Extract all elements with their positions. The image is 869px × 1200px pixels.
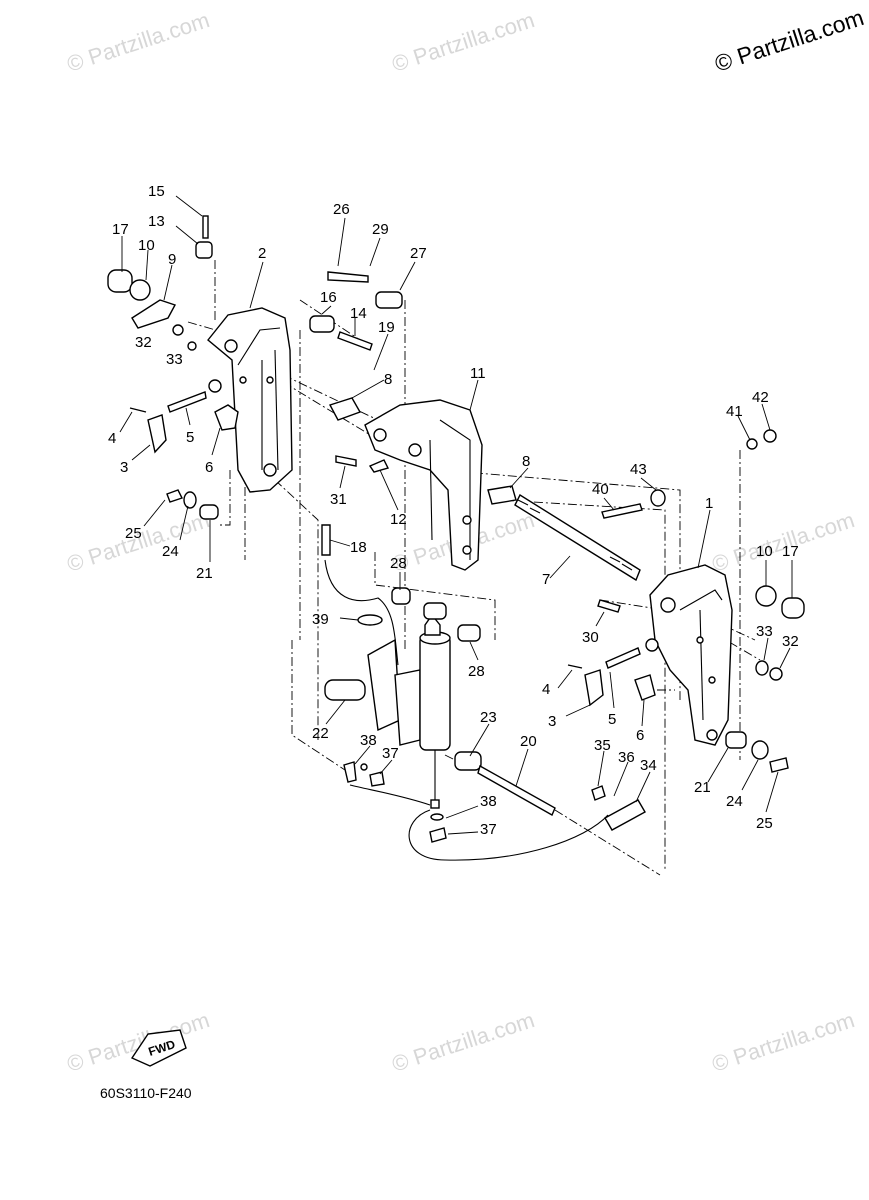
swivel-bracket xyxy=(364,399,483,571)
callout-24: 24 xyxy=(162,543,179,560)
callout-labels: 15 13 17 10 9 2 26 29 27 16 14 19 32 33 … xyxy=(108,183,799,838)
faint-watermark: © Partzilla.com xyxy=(389,7,538,77)
leader-lines xyxy=(119,195,793,835)
callout-33: 33 xyxy=(756,623,773,640)
callout-8: 8 xyxy=(384,371,392,388)
callout-10: 10 xyxy=(138,237,155,254)
callout-4: 4 xyxy=(542,681,550,698)
callout-23: 23 xyxy=(480,709,497,726)
callout-43: 43 xyxy=(630,461,647,478)
callout-3: 3 xyxy=(120,459,128,476)
small-parts xyxy=(107,215,805,861)
callout-7: 7 xyxy=(542,571,550,588)
faint-watermark: © Partzilla.com xyxy=(64,7,213,77)
callout-41: 41 xyxy=(726,403,743,420)
trim-tilt-unit xyxy=(367,613,451,809)
callout-21: 21 xyxy=(196,565,213,582)
callout-26: 26 xyxy=(333,201,350,218)
callout-13: 13 xyxy=(148,213,165,230)
callout-37: 37 xyxy=(480,821,497,838)
callout-35: 35 xyxy=(594,737,611,754)
callout-25: 25 xyxy=(125,525,142,542)
callout-36: 36 xyxy=(618,749,635,766)
callout-10: 10 xyxy=(756,543,773,560)
callout-1: 1 xyxy=(705,495,713,512)
callout-19: 19 xyxy=(378,319,395,336)
callout-28: 28 xyxy=(390,555,407,572)
corner-watermark: © Partzilla.com xyxy=(712,4,867,77)
callout-8: 8 xyxy=(522,453,530,470)
callout-15: 15 xyxy=(148,183,165,200)
callout-38: 38 xyxy=(480,793,497,810)
fwd-arrow: FWD xyxy=(130,1029,187,1067)
callout-18: 18 xyxy=(350,539,367,556)
callout-30: 30 xyxy=(582,629,599,646)
callout-6: 6 xyxy=(205,459,213,476)
callout-5: 5 xyxy=(186,429,194,446)
callout-11: 11 xyxy=(470,365,486,382)
callout-3: 3 xyxy=(548,713,556,730)
callout-42: 42 xyxy=(752,389,769,406)
faint-watermark: © Partzilla.com xyxy=(709,507,858,577)
callout-28: 28 xyxy=(468,663,485,680)
callout-20: 20 xyxy=(520,733,537,750)
callout-14: 14 xyxy=(350,305,367,322)
callout-9: 9 xyxy=(168,251,176,268)
callout-5: 5 xyxy=(608,711,616,728)
callout-33: 33 xyxy=(166,351,183,368)
callout-4: 4 xyxy=(108,430,116,447)
diagram-code: 60S3110-F240 xyxy=(100,1085,192,1101)
tilt-rod xyxy=(514,493,641,582)
callout-32: 32 xyxy=(135,334,152,351)
callout-34: 34 xyxy=(640,757,657,774)
callout-12: 12 xyxy=(390,511,407,528)
callout-16: 16 xyxy=(320,289,337,306)
callout-22: 22 xyxy=(312,725,329,742)
callout-37: 37 xyxy=(382,745,399,762)
right-clamp-bracket xyxy=(645,564,733,746)
faint-watermark: © Partzilla.com xyxy=(389,1007,538,1077)
faint-watermark: © Partzilla.com xyxy=(709,1007,858,1077)
callout-6: 6 xyxy=(636,727,644,744)
callout-17: 17 xyxy=(782,543,799,560)
callout-31: 31 xyxy=(330,491,347,508)
left-clamp-bracket xyxy=(207,307,293,493)
callout-24: 24 xyxy=(726,793,743,810)
callout-38: 38 xyxy=(360,732,377,749)
callout-2: 2 xyxy=(258,245,266,262)
callout-17: 17 xyxy=(112,221,129,238)
callout-39: 39 xyxy=(312,611,329,628)
faint-watermark: © Partzilla.com xyxy=(64,1007,213,1077)
callout-32: 32 xyxy=(782,633,799,650)
callout-29: 29 xyxy=(372,221,389,238)
callout-27: 27 xyxy=(410,245,427,262)
callout-25: 25 xyxy=(756,815,773,832)
callout-21: 21 xyxy=(694,779,711,796)
callout-40: 40 xyxy=(592,481,609,498)
